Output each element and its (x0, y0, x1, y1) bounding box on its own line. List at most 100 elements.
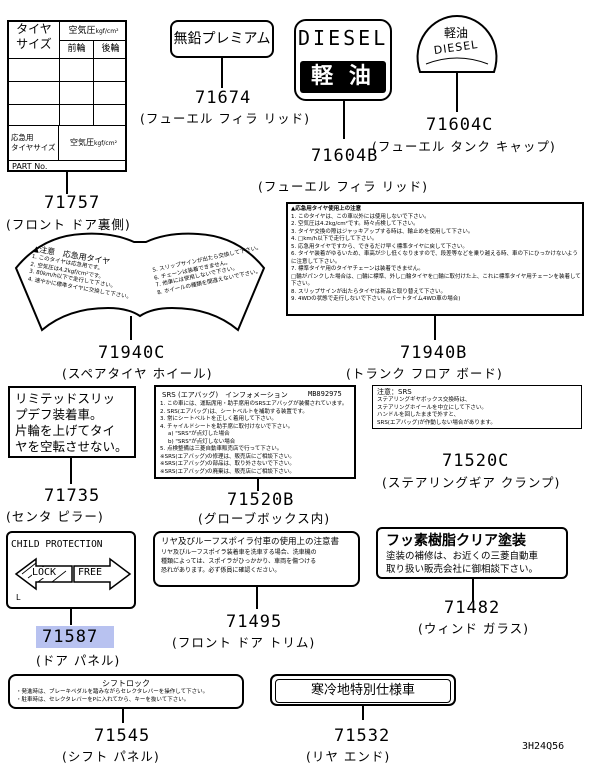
spare-tire-label (14, 232, 266, 332)
leader-line (343, 101, 345, 139)
part-number-71674[interactable]: 71674 (195, 88, 252, 108)
trunk-board-line: 2. 空気圧は4.2kg/cm²です。時々点検して下さい。 (291, 221, 419, 227)
srs-glovebox-title: SRS (エアバッグ) インフォメーション (162, 391, 288, 399)
unleaded-premium-label: 無鉛プレミアム (170, 20, 274, 58)
child-protection-title: CHILD PROTECTION (11, 539, 103, 550)
part-number-71587[interactable]: 71587 (36, 626, 114, 648)
emergency-air-pressure: 空気圧kgf/cm² (70, 138, 117, 147)
fluororesin-line: 取り扱い販売会社に御相談下さい。 (386, 564, 539, 575)
trunk-board-line: 3. タイヤ交換の際はジャッキアップする時は、輪止めを使用して下さい。 (291, 228, 474, 235)
diesel-latin-text: DIESEL (298, 26, 389, 50)
cap-label-outline (416, 14, 498, 73)
tire-row (9, 59, 125, 82)
spare-label-outline (14, 232, 266, 332)
srs-glovebox-line: 3. 常にシートベルトを正しく着用して下さい。 (160, 416, 277, 422)
srs-glovebox-line: a) "SRS"が点灯した場合 (168, 431, 230, 437)
part-number-71482[interactable]: 71482 (444, 598, 501, 618)
part-caption-71757: (フロント ドア裏側) (6, 217, 131, 232)
trunk-board-label: ▲応急用タイヤ使用上の注意 1. このタイヤは、この車以外には使用しないで下さい… (286, 202, 584, 316)
tire-size-heading: タイヤ サイズ (9, 22, 60, 59)
part-caption-71587: (ドア パネル) (36, 653, 121, 668)
srs-steering-line: ステアリングホイールを中立にして下さい。 (377, 404, 487, 411)
leader-line (221, 58, 223, 88)
diesel-cap-kanji: 軽油 (443, 26, 468, 40)
diesel-cap-label (416, 14, 498, 73)
tire-row (9, 105, 125, 126)
part-number-71604C[interactable]: 71604C (426, 115, 494, 135)
shift-lock-line: ・駐車時は、セレクタレバーをPに入れてから、キーを抜いて下さい。 (16, 696, 190, 703)
part-number-71604B[interactable]: 71604B (311, 146, 379, 166)
leader-line (122, 709, 124, 723)
leader-line (66, 172, 68, 194)
srs-steering-label: 注意：SRS ステアリングギヤボックス交換時は、 ステアリングホイールを中立にし… (372, 385, 582, 429)
part-caption-71735: (センタ ピラー) (6, 509, 104, 524)
leader-line (70, 609, 72, 625)
part-number-71940C[interactable]: 71940C (98, 343, 166, 363)
part-caption-71604B: (フューエル フィラ リッド) (258, 179, 428, 194)
leader-line (434, 316, 436, 340)
part-caption-71674: (フューエル フィラ リッド) (140, 111, 310, 126)
spoiler-caution-title: リヤ及びルーフスポイラ付車の使用上の注意書 (161, 537, 339, 547)
part-caption-71482: (ウィンド ガラス) (418, 621, 529, 636)
srs-steering-line: SRS(エアバッグ)が作動しない場合があります。 (377, 419, 496, 426)
spoiler-caution-line: 恐れがあります。必ず係員に確認ください。 (161, 567, 281, 574)
leader-line (472, 579, 474, 601)
child-protection-label: CHILD PROTECTION LOCK FREE L (6, 531, 136, 609)
part-caption-71545: (シフト パネル) (62, 749, 160, 764)
trunk-board-title: ▲応急用タイヤ使用上の注意 (291, 206, 362, 212)
table-divider (59, 59, 60, 125)
leader-line (130, 316, 132, 340)
trunk-board-line: □輪がパンクした場合は、□輪に標準、外し□輪タイヤを□輪に取付けた上、これに標準… (291, 273, 581, 288)
trunk-board-line: 6. タイヤ装着がゆるいため、車高が少し低くなりますので、段差等などを乗り越える… (291, 251, 578, 265)
leader-line (257, 479, 259, 491)
srs-glovebox-body: 1. この車には、運転席用・助手席用のSRSエアバッグが装備されています。 2.… (160, 401, 347, 476)
part-caption-71940B: (トランク フロア ボード) (346, 366, 503, 381)
part-number-71940B[interactable]: 71940B (400, 343, 468, 363)
fluororesin-title: フッ素樹脂クリア塗装 (386, 533, 526, 549)
spoiler-caution-line: 種類によっては、スポイラがひっかかり、車両を傷つける (161, 558, 317, 565)
trunk-board-line: 5. 応急用タイヤですから、できるだけ早く標準タイヤに戻して下さい。 (291, 243, 468, 250)
part-number-71520C[interactable]: 71520C (442, 451, 510, 471)
part-number-71532[interactable]: 71532 (334, 726, 391, 746)
free-text: FREE (78, 567, 103, 578)
part-number-71757[interactable]: 71757 (44, 193, 101, 213)
part-caption-71520C: (ステアリングギア クランプ) (382, 475, 561, 490)
leader-line (456, 72, 458, 112)
diesel-kanji-band: 軽 油 (300, 61, 386, 93)
leader-line (256, 587, 258, 609)
part-no-field: PART No. (9, 160, 125, 170)
left-indicator: L (16, 593, 21, 602)
diagram-code: 3H24Q56 (522, 741, 565, 752)
spoiler-caution-line: リヤ及びルーフスポイラ装着車を洗車する場合、洗車機の (161, 549, 317, 556)
srs-glovebox-code: MB892975 (308, 390, 342, 398)
shift-lock-label: シフトロック ・発進時は、ブレーキペダルを踏みながらセレクタレバーを操作して下さ… (8, 674, 244, 709)
spoiler-caution-label: リヤ及びルーフスポイラ付車の使用上の注意書 リヤ及びルーフスポイラ装着車を洗車す… (153, 531, 360, 587)
lock-text: LOCK (32, 567, 57, 578)
srs-steering-line: ハンドルを回したままで外すと、 (377, 412, 460, 418)
srs-glovebox-line: ※SRS(エアバッグ)の修理は、販売店にご相談下さい。 (160, 453, 295, 460)
part-number-71735[interactable]: 71735 (44, 486, 101, 506)
limited-slip-label: リミテッドスリッ プデフ装着車。 片輪を上げてタイ ヤを空転させない。 (8, 386, 136, 458)
free-arrow-icon (73, 557, 132, 591)
srs-glovebox-line: ※SRS(エアバッグ)の部品は、取り外さないで下さい。 (160, 461, 295, 467)
fluororesin-line: 塗装の補修は、お近くの三菱自動車 (386, 551, 539, 562)
srs-steering-line: ステアリングギヤボックス交換時は、 (377, 397, 471, 403)
table-divider (93, 59, 94, 125)
part-caption-71495: (フロント ドア トリム) (172, 635, 316, 650)
part-caption-71520B: (グローブボックス内) (198, 511, 331, 526)
diesel-fuel-label: DIESEL 軽 油 (294, 19, 392, 101)
part-number-71495[interactable]: 71495 (226, 612, 283, 632)
srs-glovebox-line: 1. この車には、運転席用・助手席用のSRSエアバッグが装備されています。 (160, 401, 348, 407)
rear-wheel-heading: 後輪 (94, 41, 125, 59)
part-number-71545[interactable]: 71545 (94, 726, 151, 746)
trunk-board-line: 4. □km/h以下で走行して下さい。 (291, 236, 378, 242)
srs-glovebox-line: 5. 点検整備は三菱自動車販売店で行って下さい。 (160, 446, 283, 452)
cold-district-label: 寒冷地特別仕様車 (270, 674, 456, 706)
air-pressure-heading: 空気圧kgf/cm² (60, 22, 125, 41)
emergency-tire-heading: 応急用 タイヤサイズ (9, 126, 59, 160)
srs-glovebox-line: 4. チャイルドシートを助手席に取付けないで下さい。 (160, 423, 294, 430)
part-number-71520B[interactable]: 71520B (227, 490, 295, 510)
srs-glovebox-line: 2. SRS(エアバッグ)は、シートベルトを補助する装置です。 (160, 408, 308, 415)
srs-glovebox-line: ※SRS(エアバッグ)の廃棄は、販売店にご相談下さい。 (160, 468, 295, 475)
trunk-board-line: 8. スリップサインが出たらタイヤは新品と取り替えて下さい。 (291, 288, 447, 295)
